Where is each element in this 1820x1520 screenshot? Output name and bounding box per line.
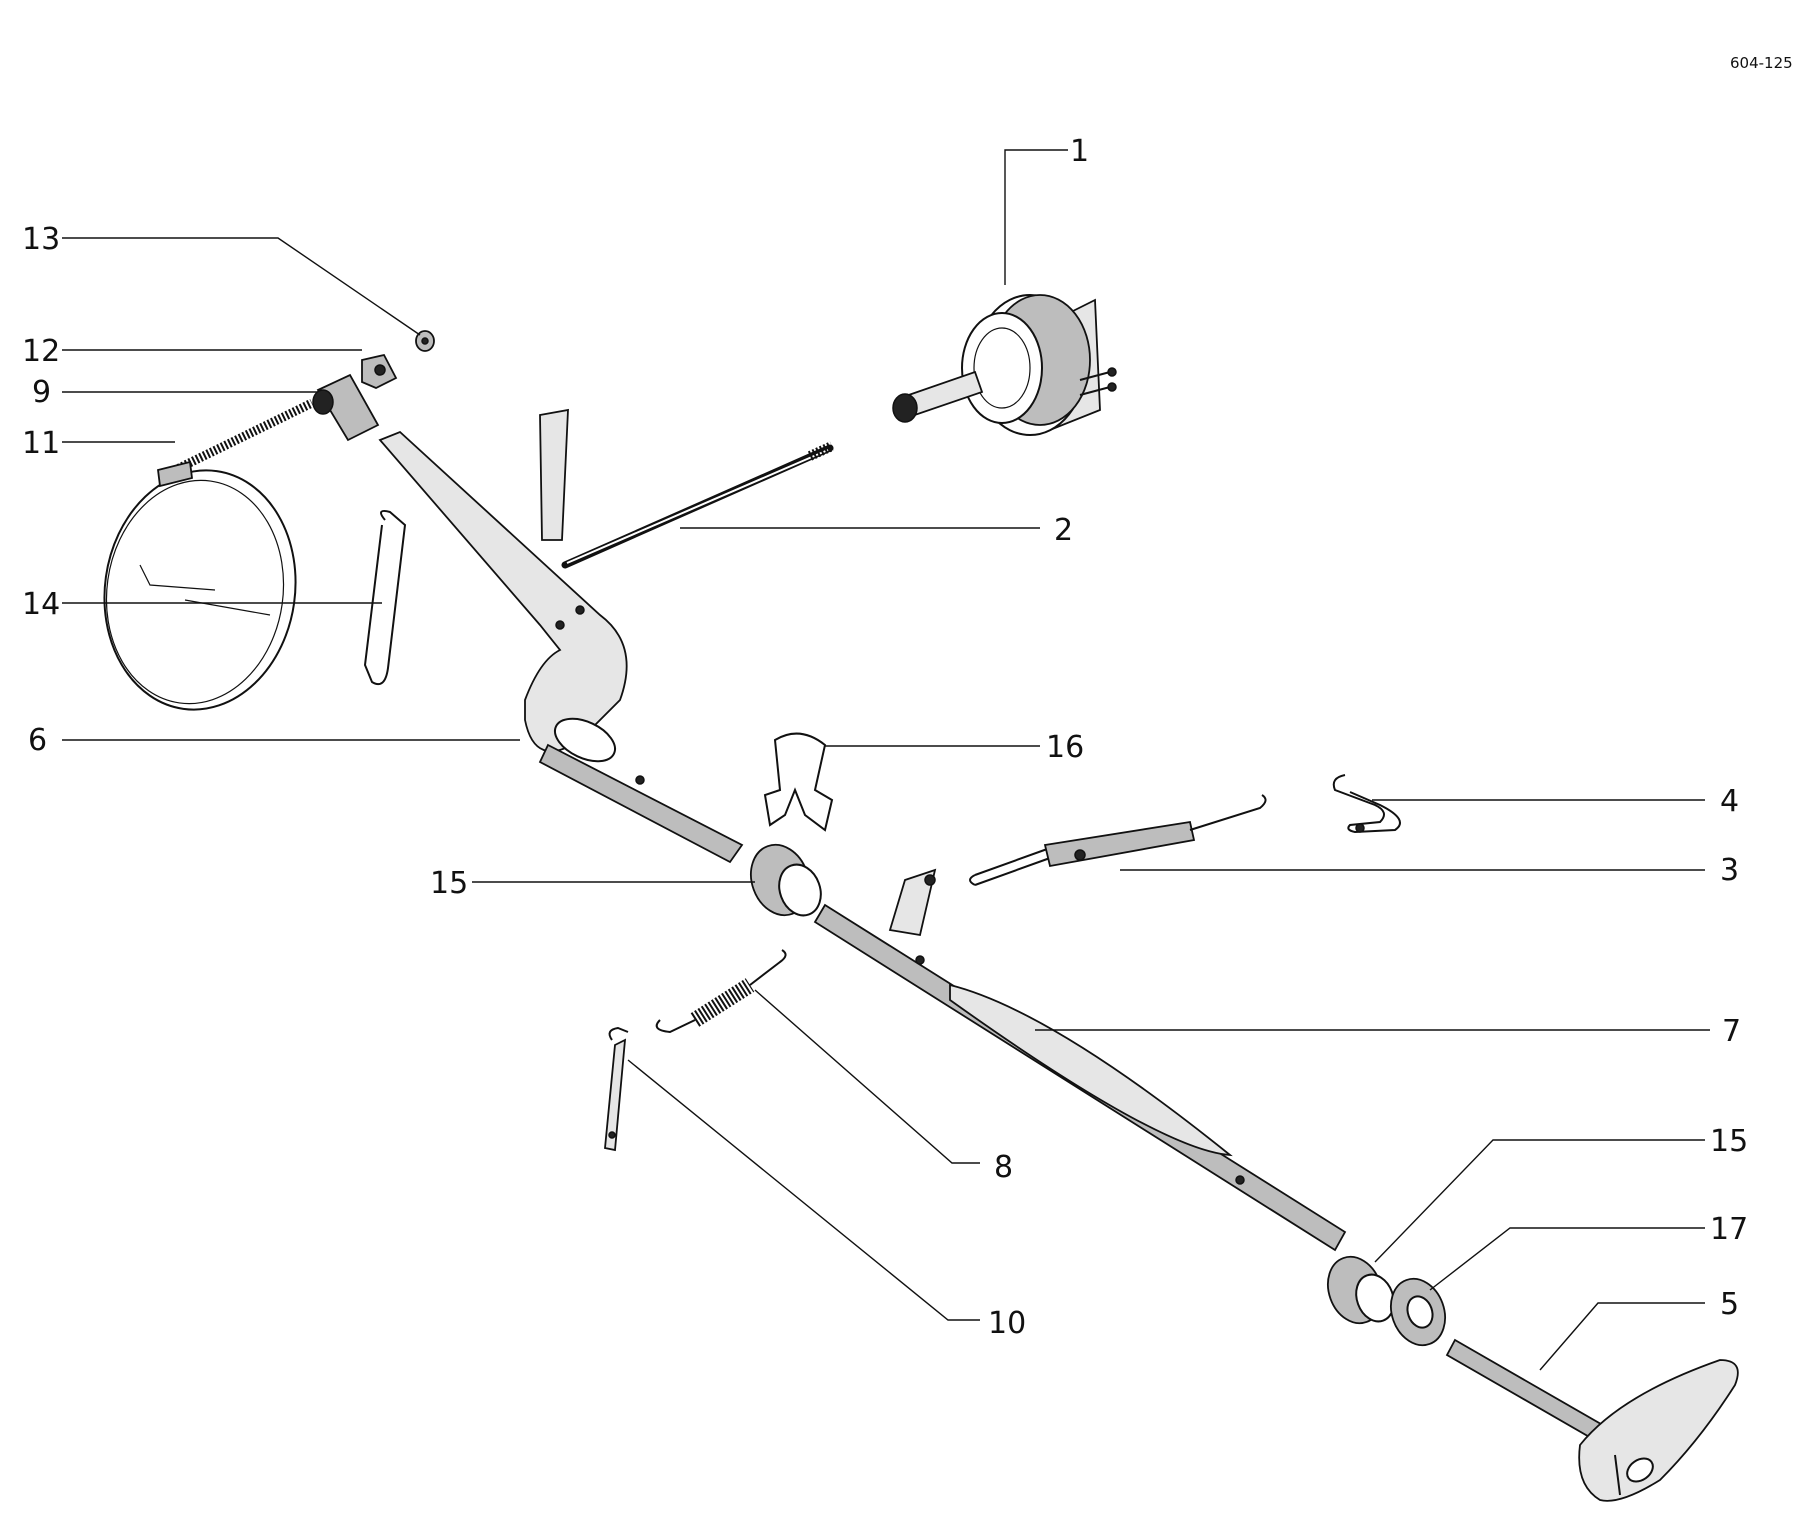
part-12-nut: [361, 353, 398, 389]
part-1-vacuum-unit: [892, 294, 1117, 436]
label-11: 11: [22, 426, 60, 461]
drawing-code: 604-125: [1730, 54, 1793, 72]
label-1: 1: [1070, 134, 1089, 169]
part-14-link-rod: [363, 510, 407, 686]
label-15-upper: 15: [430, 866, 468, 901]
label-5: 5: [1720, 1287, 1739, 1322]
label-8: 8: [994, 1150, 1013, 1185]
label-12: 12: [22, 334, 60, 369]
leader-10: [627, 1059, 980, 1321]
leader-5: [1539, 1302, 1705, 1371]
part-9-bracket: [312, 373, 380, 442]
part-2-threaded-rod: [561, 441, 835, 569]
part-7-main-shaft: [813, 868, 1347, 1252]
part-8-spring: [655, 949, 787, 1034]
label-9: 9: [32, 375, 51, 410]
part-11-adjusting-screw: [173, 398, 314, 475]
label-15-lower: 15: [1710, 1124, 1748, 1159]
label-14: 14: [22, 587, 60, 622]
leader-lines: [62, 149, 1710, 1371]
label-3: 3: [1720, 853, 1739, 888]
label-10: 10: [988, 1306, 1026, 1341]
leader-1: [1004, 149, 1068, 285]
part-16-clip: [763, 732, 834, 832]
label-4: 4: [1720, 784, 1739, 819]
part-10-pin-rod: [604, 1026, 629, 1152]
leader-17: [1429, 1227, 1705, 1291]
part-4-s-hook: [1332, 774, 1401, 834]
label-2: 2: [1054, 513, 1073, 548]
part-3-adjuster-link: [969, 794, 1267, 886]
part-15-bushing-lower: [1327, 1255, 1395, 1325]
label-17: 17: [1710, 1212, 1748, 1247]
part-5-pedal-lever: [1445, 1338, 1739, 1502]
label-6: 6: [28, 723, 47, 758]
leader-15b: [1374, 1139, 1705, 1263]
leader-8: [754, 989, 980, 1164]
part-15-bushing-upper: [750, 843, 822, 917]
part-13-small-nut: [415, 330, 435, 352]
label-13: 13: [22, 222, 60, 257]
headlamp-unit: [103, 460, 297, 711]
label-16: 16: [1046, 730, 1084, 765]
part-labels: 1 2 3 4 5 6 7 8 9 10 11 12 13 14 15 15 1…: [22, 134, 1748, 1341]
leader-13: [62, 237, 421, 336]
part-6-bell-crank-lever: [378, 408, 744, 864]
part-17-washer: [1390, 1277, 1446, 1347]
label-7: 7: [1722, 1014, 1741, 1049]
